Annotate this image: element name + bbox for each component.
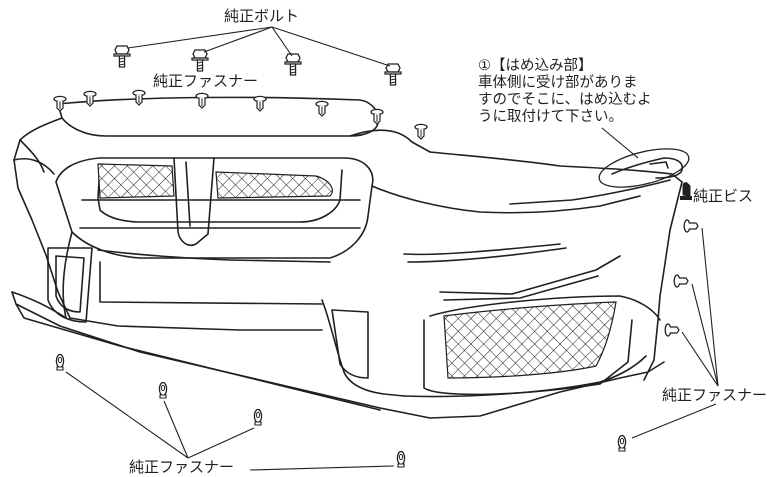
- installation-note: ①【はめ込み部】 車体側に受け部がありま すのでそこに、はめ込むよ うに取付けて…: [478, 58, 652, 126]
- fastener-icon: [195, 92, 209, 109]
- genuine-screw-label: 純正ビス: [693, 187, 754, 205]
- fastener-icon: [315, 100, 329, 117]
- bolt-icon: [113, 45, 131, 68]
- fastener-icon: [83, 90, 97, 107]
- fastener-icon: [132, 89, 146, 106]
- right-fastener-leader-lines: [681, 227, 719, 387]
- bottom-fastener-leader-lines: [65, 371, 717, 471]
- lower-grille-mesh: [443, 301, 617, 379]
- fastener-icon: [617, 434, 627, 452]
- note-leader-line: [601, 127, 639, 159]
- bolt-leader-lines: [127, 26, 391, 67]
- genuine-fastener-right-label: 純正ファスナー: [662, 386, 768, 404]
- fastener-icon: [55, 353, 65, 371]
- bolt-icon: [191, 49, 209, 72]
- fastener-icon: [673, 274, 689, 288]
- bolt-icon: [384, 63, 402, 86]
- genuine-fastener-bottom-label: 純正ファスナー: [129, 458, 235, 476]
- note-line: 車体側に受け部がありま: [478, 75, 638, 91]
- screw-icon: [680, 182, 692, 200]
- fastener-icon: [414, 123, 428, 140]
- fastener-icon: [253, 408, 263, 426]
- fastener-icon: [683, 219, 699, 233]
- fastener-icon: [370, 108, 384, 125]
- note-line: うに取付けて下さい。: [478, 109, 623, 125]
- bolt-icon: [284, 53, 302, 76]
- genuine-bolt-label: 純正ボルト: [224, 7, 300, 25]
- note-line: すのでそこに、はめ込むよ: [478, 92, 652, 108]
- fastener-icon: [664, 323, 680, 337]
- genuine-fastener-top-label: 純正ファスナー: [153, 72, 259, 90]
- upper-grille-mesh: [97, 163, 333, 199]
- fastener-icon: [158, 381, 168, 399]
- mounting-section-highlight: [598, 148, 690, 188]
- fastener-icon: [396, 450, 406, 468]
- note-heading: ①【はめ込み部】: [478, 58, 593, 74]
- fastener-icon: [253, 95, 267, 112]
- front-bumper: [11, 96, 684, 419]
